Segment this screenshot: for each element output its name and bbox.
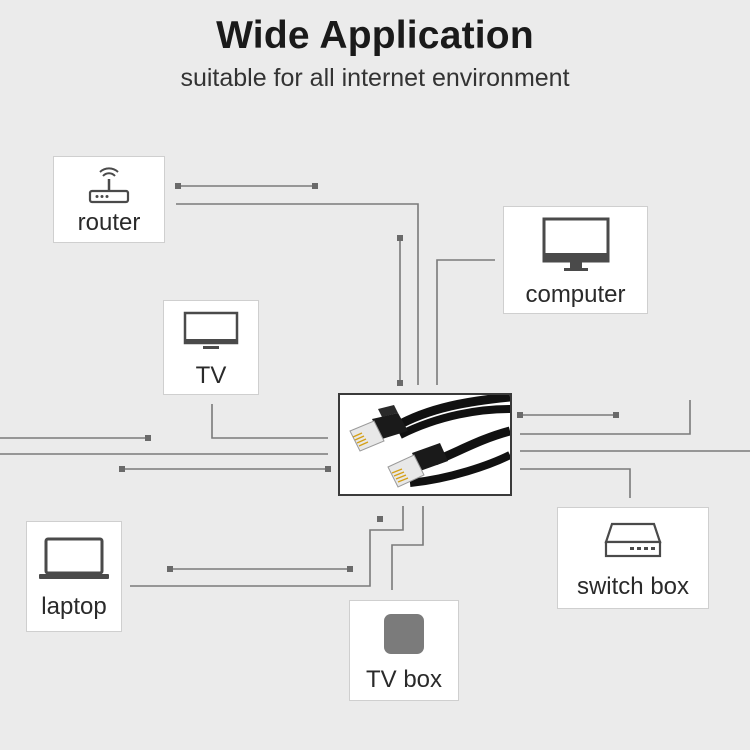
laptop-icon bbox=[27, 536, 121, 587]
connector-dot bbox=[613, 412, 619, 418]
connector-line bbox=[130, 506, 404, 587]
tv-box-card: TV box bbox=[349, 600, 459, 701]
connector-dot bbox=[397, 380, 403, 386]
connector-dot bbox=[325, 466, 331, 472]
connector-dot bbox=[167, 566, 173, 572]
connector-dot bbox=[377, 516, 383, 522]
connector-dot bbox=[397, 235, 403, 241]
tv-label: TV bbox=[195, 362, 227, 389]
switch-box-label: switch box bbox=[576, 573, 690, 600]
connector-dot bbox=[119, 466, 125, 472]
connector-line bbox=[520, 400, 691, 435]
tv-icon bbox=[164, 311, 258, 356]
connector-line bbox=[176, 203, 419, 385]
connector-dot bbox=[312, 183, 318, 189]
laptop-card: laptop bbox=[26, 521, 122, 632]
connector-dot bbox=[145, 435, 151, 441]
tv-box-label: TV box bbox=[365, 666, 443, 693]
computer-label: computer bbox=[525, 281, 626, 308]
laptop-label: laptop bbox=[41, 593, 107, 620]
connector-dot bbox=[517, 412, 523, 418]
page-title: Wide Application bbox=[216, 14, 534, 57]
router-label: router bbox=[77, 209, 141, 236]
tv-card: TV bbox=[163, 300, 259, 395]
connector-line bbox=[436, 259, 495, 385]
connector-dot bbox=[347, 566, 353, 572]
page-subtitle: suitable for all internet environment bbox=[180, 64, 570, 92]
ethernet-cable-image bbox=[338, 392, 512, 496]
connector-line bbox=[520, 468, 631, 498]
tv-box-icon bbox=[350, 611, 458, 662]
monitor-icon bbox=[504, 217, 647, 278]
connector-dot bbox=[175, 183, 181, 189]
router-icon bbox=[54, 167, 164, 210]
switch-box-icon bbox=[558, 520, 708, 565]
connector-line bbox=[211, 404, 328, 439]
router-card: router bbox=[53, 156, 165, 243]
connector-line bbox=[391, 506, 424, 590]
ethernet-cable-icon bbox=[349, 392, 512, 488]
switch-box-card: switch box bbox=[557, 507, 709, 609]
computer-card: computer bbox=[503, 206, 648, 314]
